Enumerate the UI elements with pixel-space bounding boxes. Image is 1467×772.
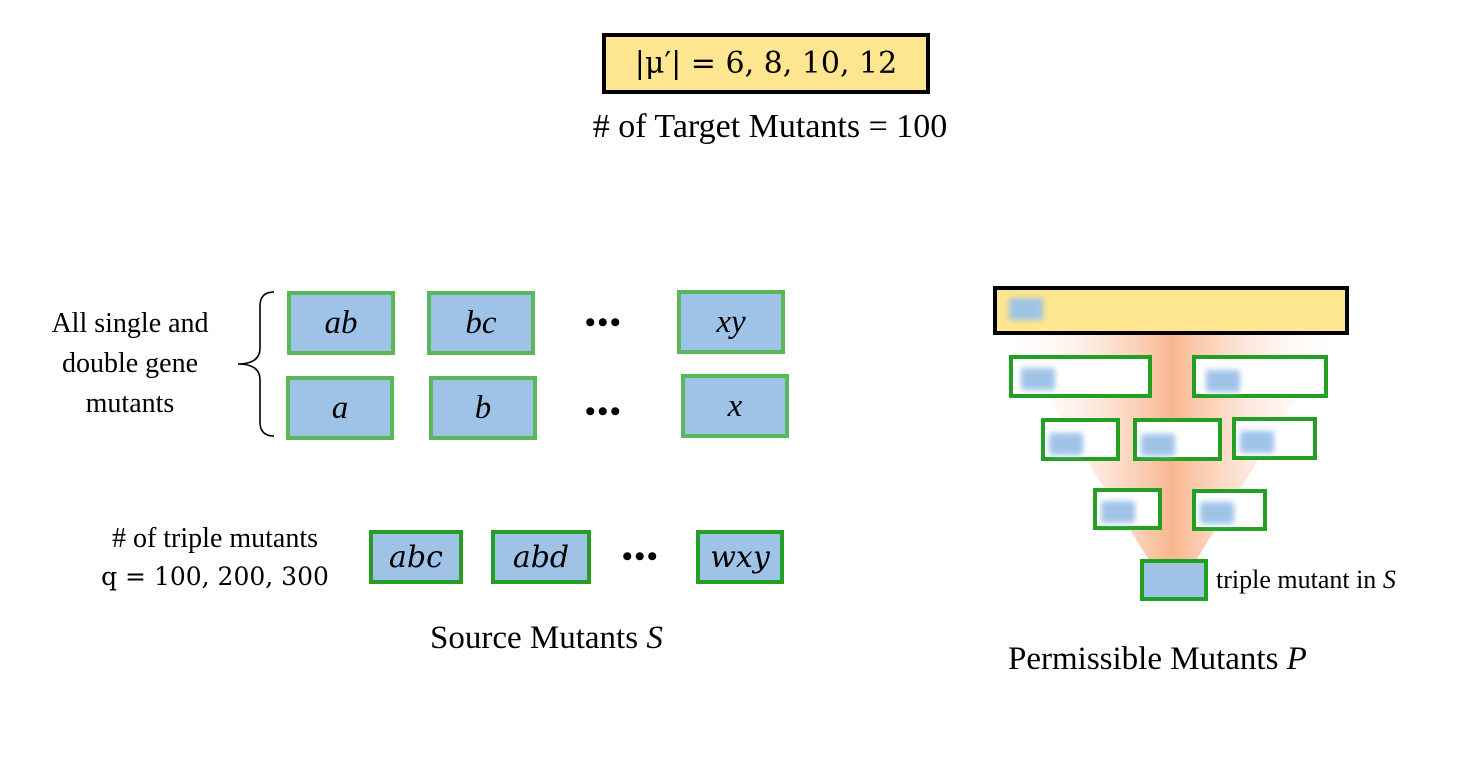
blurred-mutant-mark — [1049, 433, 1083, 455]
group-brace — [237, 291, 275, 437]
ellipsis-triple: ••• — [622, 540, 660, 573]
mutant-label: b — [474, 389, 492, 426]
blurred-mutant-mark — [1009, 298, 1043, 320]
mutant-box-bc: bc — [427, 291, 535, 355]
source-mutants-var: S — [646, 620, 663, 656]
ellipsis-double: ••• — [585, 306, 623, 339]
triple-count-line2: q = 100, 200, 300 — [101, 562, 329, 591]
leaf-label-var: S — [1382, 565, 1396, 594]
mutant-box-a: a — [286, 376, 394, 440]
permissible-mutant-box — [1041, 418, 1120, 461]
mutant-box-ab: ab — [287, 291, 395, 355]
blurred-mutant-mark — [1206, 370, 1240, 392]
mutant-label: ab — [324, 304, 358, 341]
permissible-mutants-text: Permissible Mutants — [1008, 641, 1287, 677]
source-mutants-text: Source Mutants — [430, 620, 647, 656]
mu-size-box: |μ′| = 6, 8, 10, 12 — [602, 33, 930, 94]
mu-size-text: |μ′| = 6, 8, 10, 12 — [634, 46, 898, 81]
blurred-mutant-mark — [1101, 501, 1135, 523]
permissible-mutants-label: Permissible Mutants P — [1008, 641, 1307, 678]
triple-mutant-leaf-box — [1140, 559, 1208, 601]
mutant-box-abd: abd — [491, 530, 591, 584]
triple-mutant-leaf-label: triple mutant in S — [1216, 565, 1396, 595]
mutant-box-abc: abc — [369, 530, 463, 584]
mutant-label: bc — [465, 304, 497, 341]
target-mutants-label: # of Target Mutants = 100 — [592, 108, 948, 145]
mutant-box-wxy: wxy — [696, 530, 784, 584]
ellipsis-single: ••• — [585, 395, 623, 428]
mutant-box-b: b — [429, 376, 537, 440]
mutant-label: x — [727, 387, 743, 424]
permissible-mutant-box — [1133, 418, 1222, 461]
mutant-label: a — [331, 389, 349, 426]
source-mutants-label: Source Mutants S — [430, 620, 663, 657]
permissible-mutant-box — [1009, 355, 1152, 398]
permissible-mutant-box — [1192, 489, 1267, 531]
leaf-label-text: triple mutant in — [1216, 565, 1383, 594]
mutant-label: wxy — [710, 539, 770, 575]
blurred-mutant-mark — [1240, 431, 1274, 453]
mutant-label: abd — [512, 539, 570, 575]
single-double-group-label: All single and double gene mutants — [51, 308, 209, 419]
triple-count-label: # of triple mutants q = 100, 200, 300 — [70, 520, 360, 596]
permissible-mutant-box — [1093, 488, 1162, 530]
triple-count-line1: # of triple mutants — [111, 523, 319, 554]
mutant-label: abc — [389, 539, 443, 575]
permissible-mutant-box — [1232, 417, 1317, 460]
blurred-mutant-mark — [1200, 502, 1234, 524]
mutant-box-xy: xy — [677, 290, 785, 354]
permissible-mutants-var: P — [1286, 641, 1307, 677]
mutant-box-x: x — [681, 374, 789, 438]
mutant-label: xy — [716, 303, 746, 340]
blurred-mutant-mark — [1141, 434, 1175, 456]
permissible-mutant-box — [1192, 355, 1328, 398]
target-mutant-box — [993, 286, 1349, 335]
blurred-mutant-mark — [1021, 368, 1055, 390]
